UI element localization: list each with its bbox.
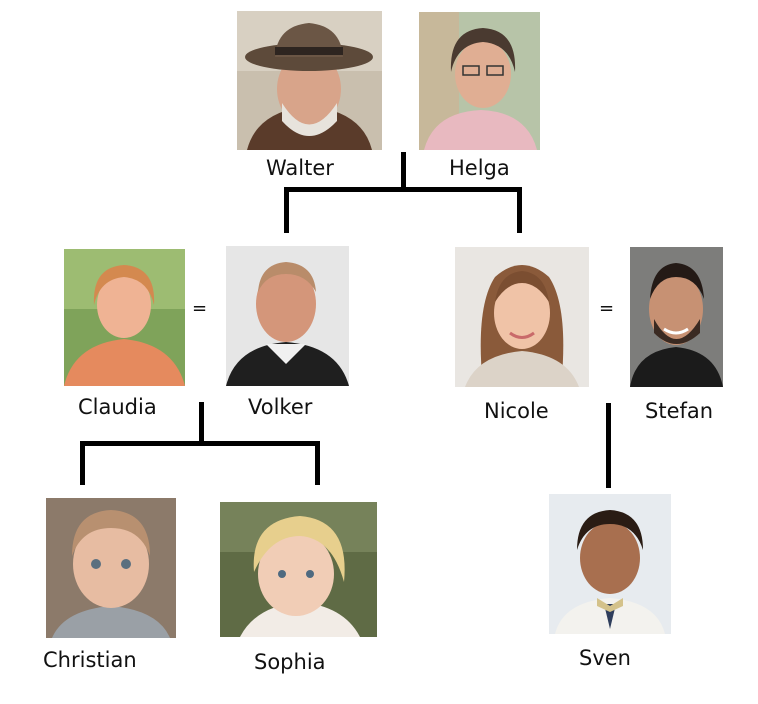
- helga-name: Helga: [449, 156, 510, 180]
- helga-photo: [419, 12, 540, 150]
- sophia-photo: [220, 502, 377, 637]
- nicole-stefan-link: [606, 403, 611, 488]
- drop-to-sophia: [315, 441, 320, 485]
- sven-name: Sven: [579, 646, 631, 670]
- christian-name: Christian: [43, 648, 137, 672]
- drop-to-nicole: [517, 187, 522, 233]
- generation2-bar: [80, 441, 320, 446]
- nicole-stefan-marriage: =: [599, 298, 615, 319]
- sophia-name: Sophia: [254, 650, 326, 674]
- volker-name: Volker: [248, 395, 313, 419]
- walter-photo: [237, 11, 382, 150]
- volker-photo: [226, 246, 349, 386]
- drop-to-volker: [284, 187, 289, 233]
- nicole-name: Nicole: [484, 399, 549, 423]
- nicole-photo: [455, 247, 589, 387]
- walter-name: Walter: [266, 156, 334, 180]
- claudia-photo: [64, 249, 185, 386]
- drop-to-christian: [80, 441, 85, 485]
- sven-photo: [549, 494, 671, 634]
- walter-helga-link: [401, 152, 406, 189]
- stefan-name: Stefan: [645, 399, 714, 423]
- claudia-volker-marriage: =: [192, 298, 208, 319]
- christian-photo: [46, 498, 176, 638]
- generation1-bar: [284, 187, 522, 192]
- claudia-name: Claudia: [78, 395, 157, 419]
- claudia-volker-link: [199, 402, 204, 444]
- stefan-photo: [630, 247, 723, 387]
